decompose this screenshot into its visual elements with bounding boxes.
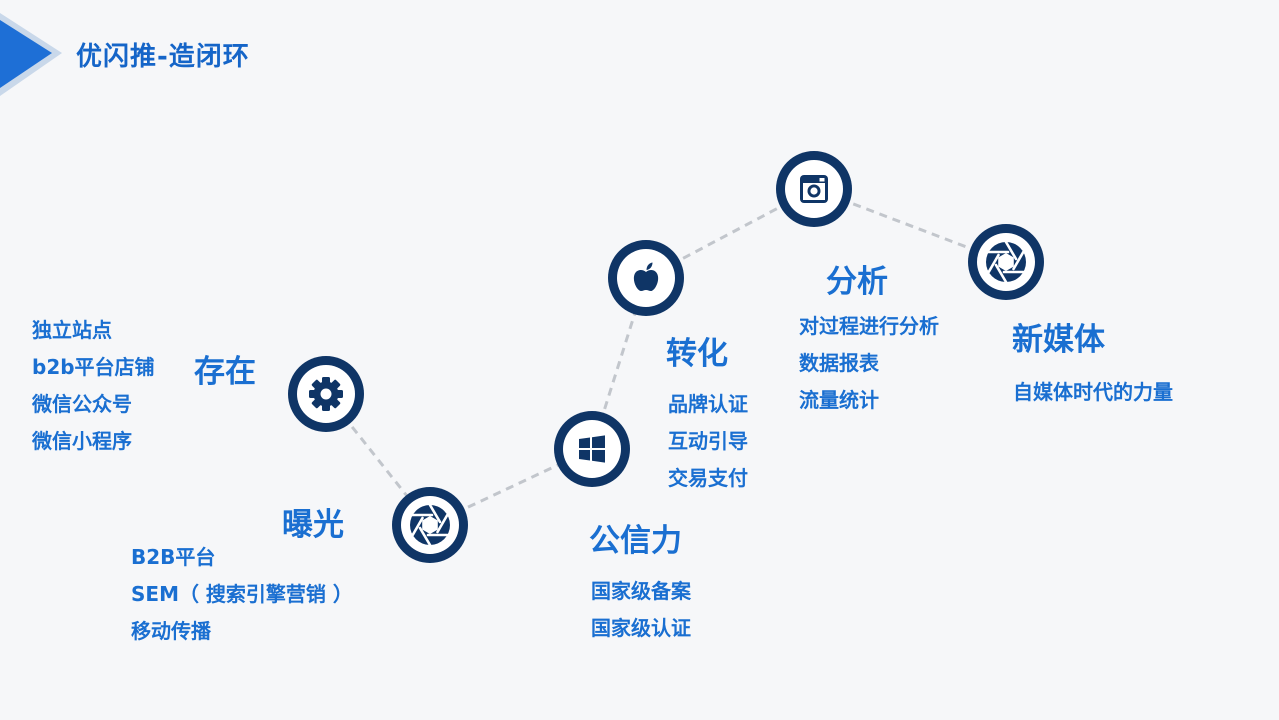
header-decoration <box>0 13 1279 96</box>
apple-icon <box>617 249 675 307</box>
stage-items-cunzai: 独立站点 b2b平台店铺 微信公众号 微信小程序 <box>32 312 155 460</box>
stage-item: 移动传播 <box>131 619 211 643</box>
aperture-icon <box>977 233 1035 291</box>
stage-item: 微信公众号 <box>32 392 132 416</box>
stage-item: 流量统计 <box>799 388 879 412</box>
stage-node-baoguang <box>392 487 468 563</box>
stage-items-xinmeiti: 自媒体时代的力量 <box>1013 374 1173 411</box>
stage-item: b2b平台店铺 <box>32 355 155 379</box>
stage-items-fenxi: 对过程进行分析 数据报表 流量统计 <box>799 308 939 419</box>
stage-heading-xinmeiti: 新媒体 <box>1012 322 1105 358</box>
aperture-icon <box>401 496 459 554</box>
stage-heading-gongxinli: 公信力 <box>589 523 682 559</box>
stage-node-fenxi <box>776 151 852 227</box>
stage-heading-baoguang: 曝光 <box>282 507 344 543</box>
stage-item: 互动引导 <box>668 429 748 453</box>
stage-item: 独立站点 <box>32 318 112 342</box>
stage-node-gongxinli <box>554 411 630 487</box>
stage-heading-fenxi: 分析 <box>826 264 888 300</box>
stage-item: B2B平台 <box>131 545 216 569</box>
stage-item: 对过程进行分析 <box>799 314 939 338</box>
header-arrow-shape <box>0 20 52 88</box>
stage-items-zhuanhua: 品牌认证 互动引导 交易支付 <box>668 386 748 497</box>
stage-items-baoguang: B2B平台 SEM（ 搜索引擎营销 ） 移动传播 <box>131 539 353 650</box>
stage-heading-cunzai: 存在 <box>194 354 256 390</box>
windows-icon <box>563 420 621 478</box>
stage-node-zhuanhua <box>608 240 684 316</box>
gear-icon <box>297 365 355 423</box>
stage-node-cunzai <box>288 356 364 432</box>
stage-node-xinmeiti <box>968 224 1044 300</box>
stage-item: 数据报表 <box>799 351 879 375</box>
stage-heading-zhuanhua: 转化 <box>666 336 728 372</box>
stage-item: 交易支付 <box>668 466 748 490</box>
stage-item: 自媒体时代的力量 <box>1013 380 1173 404</box>
stage-item: SEM（ 搜索引擎营销 ） <box>131 582 353 606</box>
stage-item: 微信小程序 <box>32 429 132 453</box>
stage-item: 品牌认证 <box>668 392 748 416</box>
stage-items-gongxinli: 国家级备案 国家级认证 <box>591 573 691 647</box>
stage-item: 国家级备案 <box>591 579 691 603</box>
stage-item: 国家级认证 <box>591 616 691 640</box>
page-title: 优闪推-造闭环 <box>76 42 250 72</box>
instagram-icon <box>785 160 843 218</box>
